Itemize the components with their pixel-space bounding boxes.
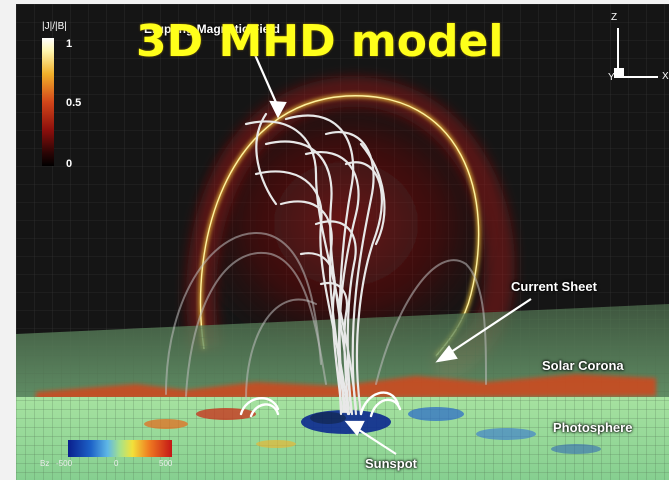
current-colorbar-title: |J|/|B| <box>42 21 67 32</box>
bz-colorbar-name: Bz <box>40 459 50 468</box>
current-colorbar-tick-min: 0 <box>66 158 73 170</box>
current-colorbar-tick-max: 1 <box>66 38 73 50</box>
current-sheet-core <box>199 95 480 357</box>
current-colorbar <box>42 38 54 166</box>
current-colorbar-tick-mid: 0.5 <box>66 97 82 109</box>
erupting-field-label: Erupting Magnetic Field <box>144 22 281 36</box>
solar-corona-label: Solar Corona <box>542 358 624 373</box>
axis-z-label: Z <box>611 12 618 23</box>
axis-y-label: Y <box>608 72 615 83</box>
photosphere-label: Photosphere <box>553 420 633 435</box>
bz-colorbar-mid: 0 <box>114 459 119 468</box>
axis-z-line <box>617 28 619 78</box>
sunspot-label: Sunspot <box>365 456 417 471</box>
mhd-visualization: |J|/|B| 1 0.5 0 Erupting Magnetic Field … <box>16 4 669 480</box>
annotation-arrows <box>250 47 532 455</box>
axis-x-label: X <box>662 71 669 82</box>
axis-x-line <box>618 76 658 78</box>
current-sheet-label: Current Sheet <box>511 279 597 294</box>
bz-colorbar-min: -500 <box>56 459 73 468</box>
magnetic-field-lines <box>165 112 487 418</box>
mhd-scene-graphic <box>16 4 669 480</box>
axis-origin <box>614 68 624 78</box>
bz-colorbar <box>68 440 172 457</box>
overlay-title: 3D MHD model <box>136 16 504 67</box>
corona-plane-grid <box>16 304 669 399</box>
bz-colorbar-max: 500 <box>159 459 173 468</box>
